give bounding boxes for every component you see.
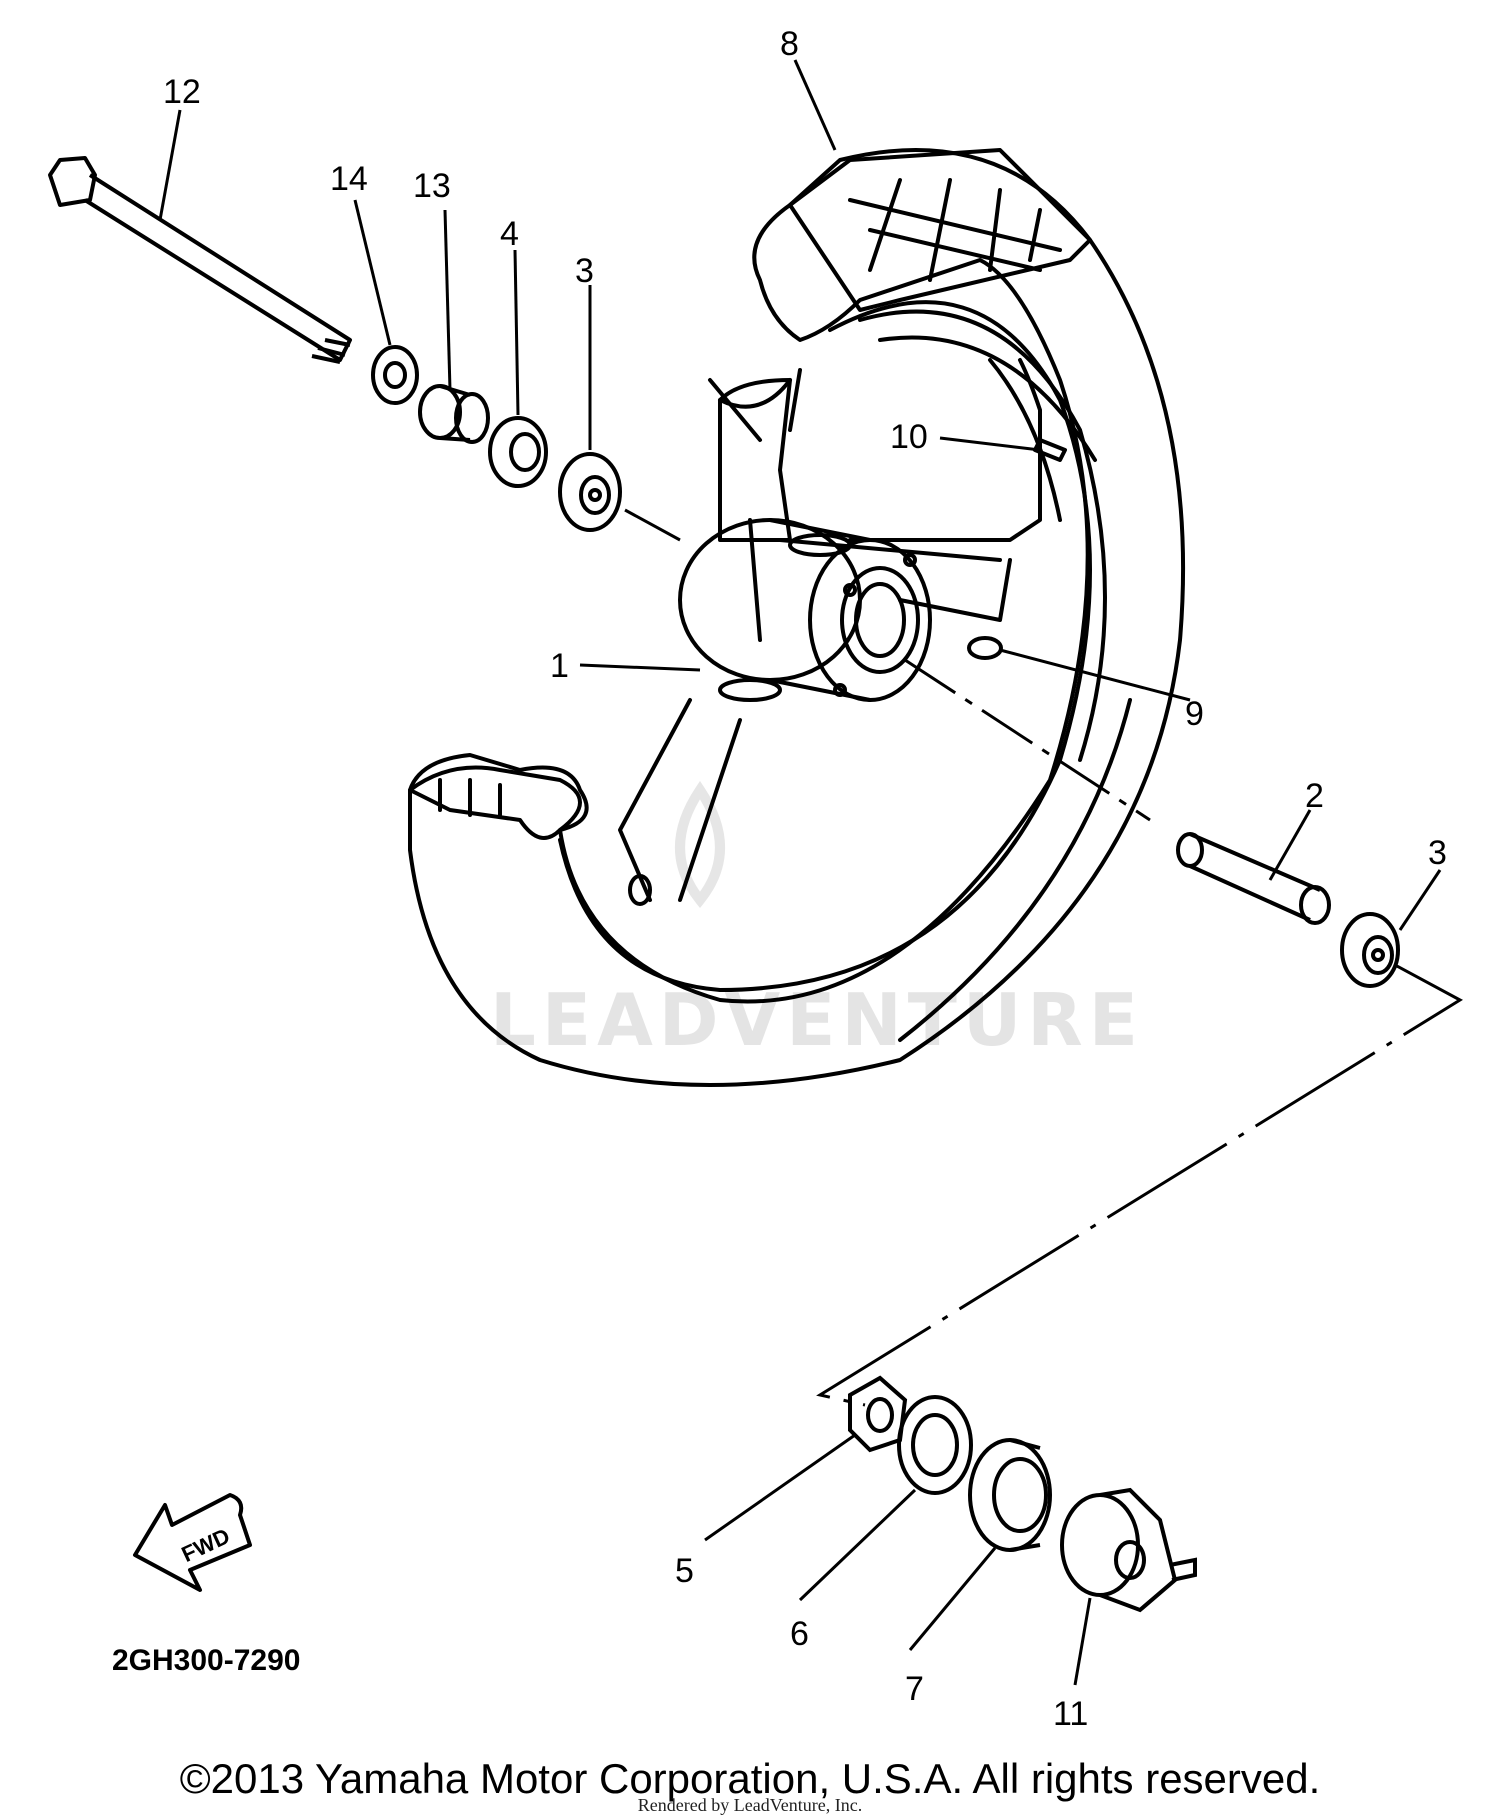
retainer-5 bbox=[848, 1375, 908, 1453]
fwd-arrow-icon: FWD bbox=[133, 1493, 252, 1592]
hub-body bbox=[678, 518, 862, 682]
leader-lines bbox=[158, 59, 1442, 1686]
label-part-11: 11 bbox=[1053, 1695, 1088, 1733]
axle-12 bbox=[48, 156, 352, 364]
axle-centerline-right bbox=[904, 658, 1151, 822]
collar-2 bbox=[1176, 832, 1331, 925]
label-part-14: 14 bbox=[330, 160, 368, 198]
label-part-12: 12 bbox=[163, 73, 201, 111]
label-part-9: 9 bbox=[1185, 695, 1204, 733]
label-part-8: 8 bbox=[780, 25, 799, 63]
bearing-7 bbox=[968, 1438, 1052, 1552]
bearing-3-right bbox=[1340, 912, 1400, 988]
tire bbox=[408, 148, 1186, 1087]
label-part-13: 13 bbox=[413, 167, 451, 205]
oil-seal-6 bbox=[897, 1395, 973, 1495]
rendered-by-notice: Rendered by LeadVenture, Inc. bbox=[637, 1795, 863, 1815]
oil-seal-4 bbox=[488, 416, 548, 488]
label-part-1: 1 bbox=[550, 647, 569, 685]
label-part-5: 5 bbox=[675, 1552, 694, 1590]
meter-gear-unit-11 bbox=[1060, 1487, 1197, 1613]
collar-13 bbox=[418, 384, 490, 444]
axle-centerline-left bbox=[624, 508, 681, 542]
diagram-code: 2GH300-7290 bbox=[112, 1644, 300, 1677]
label-part-3-left: 3 bbox=[575, 252, 594, 290]
exploded-leader bbox=[816, 963, 1463, 1407]
washer-14 bbox=[371, 345, 419, 405]
tread-section bbox=[788, 148, 1092, 312]
label-part-3-right: 3 bbox=[1428, 834, 1447, 872]
bearing-3-left bbox=[558, 452, 622, 532]
watermark: LEADVENTURE bbox=[490, 780, 1138, 1062]
label-part-2: 2 bbox=[1305, 777, 1324, 815]
wheel-assembly bbox=[408, 148, 1186, 1087]
hub-bore bbox=[840, 566, 920, 674]
label-part-10: 10 bbox=[890, 418, 928, 456]
label-part-7: 7 bbox=[905, 1670, 924, 1708]
label-part-4: 4 bbox=[500, 215, 519, 253]
rim-section bbox=[408, 753, 589, 840]
copyright-notice: ©2013 Yamaha Motor Corporation, U.S.A. A… bbox=[179, 1755, 1321, 1802]
label-part-6: 6 bbox=[790, 1615, 809, 1653]
